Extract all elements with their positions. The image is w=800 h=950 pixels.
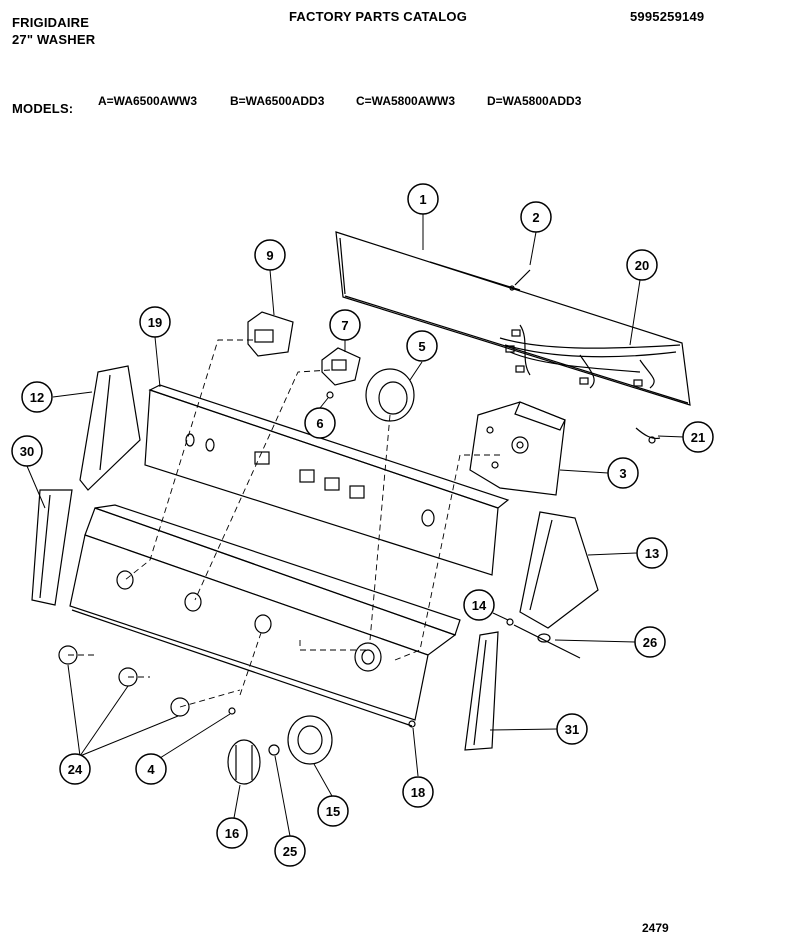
callout-number: 13 (645, 546, 659, 561)
callout-circle (254, 239, 286, 271)
callout-circle (636, 537, 668, 569)
callout-number: 4 (147, 762, 155, 777)
callout-circle (626, 249, 658, 281)
clip-part (506, 618, 581, 659)
timer-part (469, 401, 566, 496)
callout-number: 12 (30, 390, 44, 405)
callout-number: 7 (341, 318, 348, 333)
switch-part (247, 311, 294, 357)
right-end-cap-part (519, 511, 599, 629)
alignment-lines (68, 339, 500, 708)
callout-circle (407, 183, 439, 215)
back-panel-part (335, 231, 691, 406)
callout-circle (329, 309, 361, 341)
wire-clip-part (635, 427, 661, 444)
skirt-part (287, 715, 333, 765)
callout-circle (634, 626, 666, 658)
callout-circle (406, 330, 438, 362)
callout-number: 25 (283, 844, 297, 859)
screw-part-18 (408, 720, 416, 728)
callout-number: 6 (316, 416, 323, 431)
page-number: 2479 (642, 921, 669, 935)
model-c: C=WA5800AWW3 (356, 94, 456, 108)
callout-circle (304, 407, 336, 439)
model-a: A=WA6500AWW3 (98, 94, 198, 108)
part-number: 5995259149 (630, 9, 705, 24)
insert-part (268, 744, 280, 756)
callout-circle (135, 753, 167, 785)
callout-number: 26 (643, 635, 657, 650)
callout-number: 3 (619, 466, 626, 481)
wire-harness-part (499, 324, 681, 389)
callout-circle (274, 835, 306, 867)
knob-part (58, 645, 190, 717)
callout-circle (317, 795, 349, 827)
timer-knob-part (227, 739, 261, 785)
callout-number: 20 (635, 258, 649, 273)
leader-lines (26, 214, 685, 837)
callout-number: 19 (148, 315, 162, 330)
callout-circle (59, 753, 91, 785)
callout-number: 21 (691, 430, 705, 445)
callout-number: 14 (472, 598, 487, 613)
right-trim-part (464, 631, 499, 751)
callout-number: 31 (565, 722, 579, 737)
callout-circle (520, 201, 552, 233)
callout-number: 1 (419, 192, 426, 207)
callout-circle (21, 381, 53, 413)
control-panel-plate-part (144, 384, 510, 576)
product-label: 27" WASHER (12, 32, 96, 47)
pressure-switch-part (326, 368, 415, 422)
callout-circle (216, 817, 248, 849)
left-end-cap-part (79, 365, 141, 491)
screw-part (509, 269, 531, 291)
callout-circle (607, 457, 639, 489)
callout-circle (139, 306, 171, 338)
callout-circle (682, 421, 714, 453)
callout-circle (402, 776, 434, 808)
small-switch-part (321, 347, 361, 386)
front-console-part (69, 504, 461, 727)
left-trim-part (31, 489, 73, 606)
brand-label: FRIGIDAIRE (12, 15, 90, 30)
spring-part (228, 707, 236, 715)
model-d: D=WA5800ADD3 (487, 94, 582, 108)
callout-circle (11, 435, 43, 467)
callout-number: 30 (20, 444, 34, 459)
callout-number: 18 (411, 785, 425, 800)
callout-number: 5 (418, 339, 425, 354)
callout-circle (463, 589, 495, 621)
callout-number: 15 (326, 804, 340, 819)
callout-number: 2 (532, 210, 539, 225)
models-label: MODELS: (12, 101, 74, 116)
callout-circle (556, 713, 588, 745)
model-b: B=WA6500ADD3 (230, 94, 325, 108)
callout-number: 24 (68, 762, 83, 777)
callout-number: 9 (266, 248, 273, 263)
callout-number: 16 (225, 826, 239, 841)
catalog-title: FACTORY PARTS CATALOG (289, 9, 468, 24)
